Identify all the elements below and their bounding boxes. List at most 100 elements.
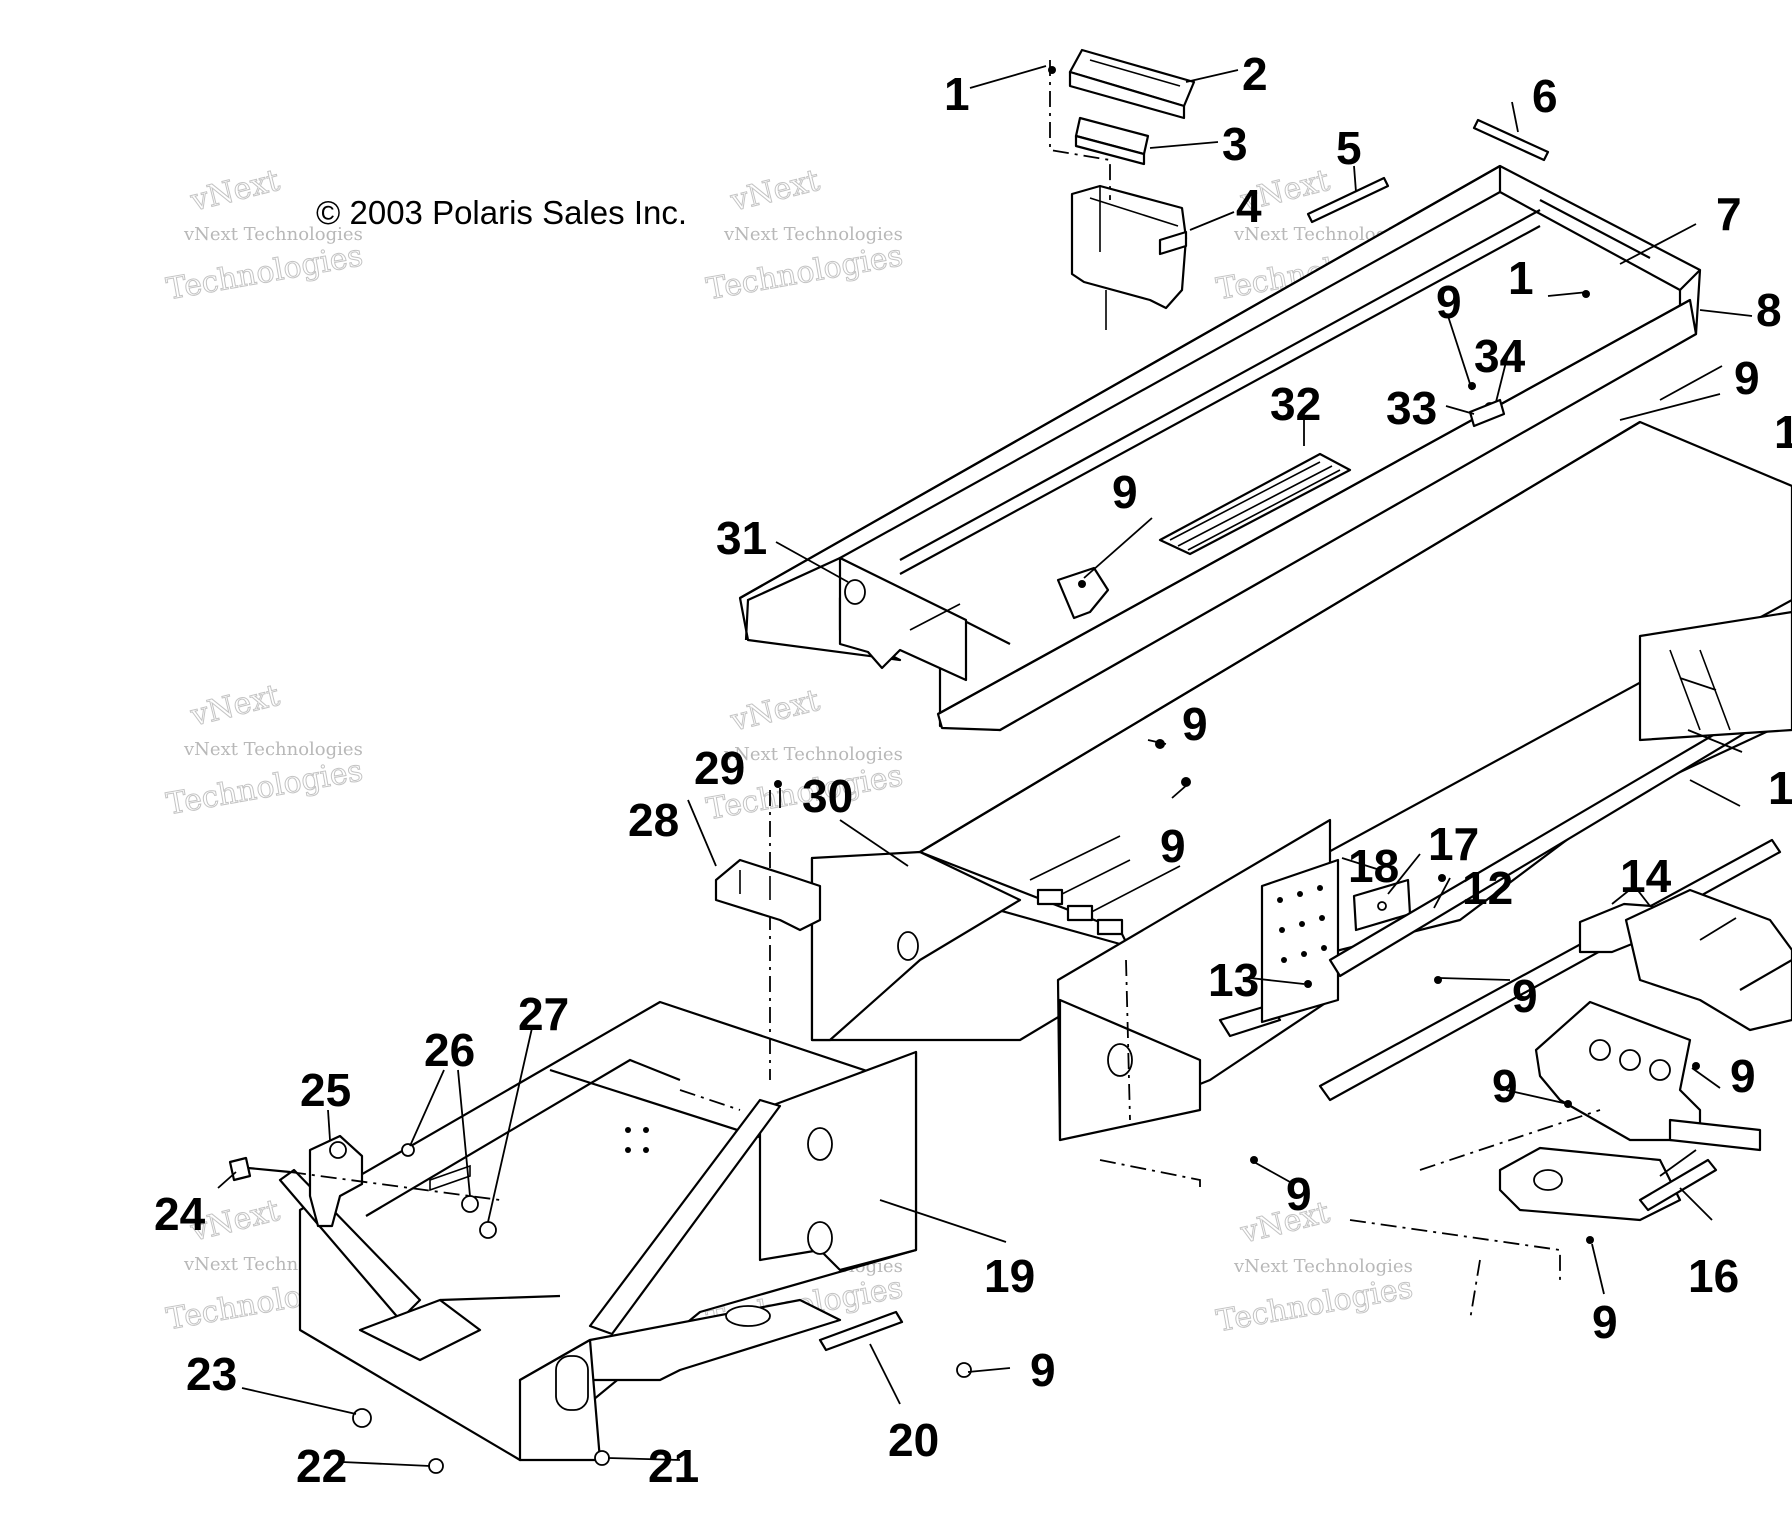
callout-9c: 9 [1112,466,1138,518]
fastener-1 [1048,66,1056,74]
assembly-line-bolt [289,1171,501,1201]
leader-lines [217,65,1753,1467]
watermark-tile: vNext vNext Technologies Technologies [163,162,366,307]
watermark-logo-top: vNext [1236,1195,1333,1251]
callout-26: 26 [424,1024,475,1076]
part-24-bolt [228,1156,291,1182]
fastener-9f [1250,1156,1258,1164]
watermark-tile: vNext vNext Technologies Technologies [163,677,366,822]
watermark-company: vNext Technologies [183,224,363,245]
part-18-plate [1260,858,1340,1024]
callout-7: 7 [1716,188,1742,240]
part-31-grommet [844,579,866,605]
callout-5: 5 [1336,122,1362,174]
front-frame-holes [625,1127,649,1153]
callout-14: 14 [1620,850,1672,902]
part-27-nut [479,1221,497,1239]
callout-9e: 9 [1160,820,1186,872]
watermark-company: vNext Technologies [183,739,363,760]
watermark-tile: vNext vNext Technologies Technologies [1213,1194,1416,1339]
watermark-logo-bottom: Technologies [164,238,366,307]
callout-32: 32 [1270,378,1321,430]
watermark-logo-top: vNext [726,683,823,739]
callout-33: 33 [1386,382,1437,434]
part-28-bracket [714,858,822,932]
part-6-strip [1472,118,1550,162]
callout-27: 27 [518,988,569,1040]
assembly-line-top [1049,60,1111,200]
callout-9k: 9 [1030,1344,1056,1396]
callout-9a: 9 [1436,276,1462,328]
callout-4: 4 [1236,180,1262,232]
fastener-9d [1181,777,1191,787]
watermark-company: vNext Technologies [1233,1256,1413,1277]
callout-1-edge-a: 1 [1774,406,1792,458]
callout-9g: 9 [1492,1060,1518,1112]
callout-9i: 9 [1286,1168,1312,1220]
watermark-tile: vNext vNext Technologies Technologies [703,162,906,307]
part-2-cap [1068,48,1196,120]
callout-29: 29 [694,742,745,794]
callout-25: 25 [300,1064,351,1116]
fastener-29 [774,780,782,788]
part-32-plate [1158,452,1352,556]
watermark-logo-top: vNext [726,163,823,219]
copyright-notice: © 2003 Polaris Sales Inc. [316,194,687,231]
part-20-bracket [818,1310,904,1352]
callout-9f: 9 [1512,970,1538,1022]
assembly-line-right [1349,1109,1601,1321]
fastener-9i [1692,1062,1700,1070]
part-18-holes [1277,885,1327,963]
seat-frame [738,164,1702,732]
callout-31: 31 [716,512,767,564]
callout-labels: 1 2 3 4 5 6 7 1 8 9 34 33 32 9 1 9 31 9 … [154,48,1792,1492]
callout-13: 13 [1208,954,1259,1006]
callout-17: 17 [1428,818,1479,870]
callout-9j: 9 [1592,1296,1618,1348]
watermark-company: vNext Technologies [723,224,903,245]
part-15-housing [1624,888,1792,1032]
callout-18: 18 [1348,840,1399,892]
part-4-housing [1070,184,1188,310]
watermark-company: vNext Technologies [1233,224,1413,245]
part-3-pad [1074,116,1150,166]
callout-9d: 9 [1182,698,1208,750]
callout-28: 28 [628,794,679,846]
fastener-13 [1304,980,1312,988]
watermark-logo-bottom: Technologies [1214,1270,1416,1339]
assembly-line-tunnel [1099,959,1201,1190]
front-frame [278,1000,918,1462]
fastener-12 [1438,874,1446,882]
callout-1b: 1 [1508,252,1534,304]
callout-1: 1 [944,68,970,120]
callout-21: 21 [648,1440,699,1492]
callout-6: 6 [1532,70,1558,122]
skid-bracket-lower [1498,1146,1718,1222]
callout-1-edge-b: 1 [1768,762,1792,814]
callout-9b: 9 [1734,352,1760,404]
callout-12: 12 [1462,862,1513,914]
skid-bracket-right [1534,1000,1762,1152]
callout-9h: 9 [1730,1050,1756,1102]
callout-8: 8 [1756,284,1782,336]
callout-20: 20 [888,1414,939,1466]
seat-bracket [1056,566,1110,620]
watermark-logo-top: vNext [186,163,283,219]
callout-3: 3 [1222,118,1248,170]
part-26-nut [401,1143,415,1157]
fastener-9g [1586,1236,1594,1244]
watermark-logo-bottom: Technologies [164,753,366,822]
callout-2: 2 [1242,48,1268,100]
callout-19: 19 [984,1250,1035,1302]
part-23-grommet [352,1408,372,1428]
part-26-nut-b [461,1195,479,1213]
callout-23: 23 [186,1348,237,1400]
watermark-company: vNext Technologies [723,744,903,765]
part-33-clip [1468,398,1506,428]
part-21-nut [594,1450,610,1466]
fastener-1b [1582,290,1590,298]
callout-34: 34 [1474,330,1526,382]
watermark-logo-bottom: Technologies [704,238,906,307]
part-5-strip [1306,176,1390,224]
